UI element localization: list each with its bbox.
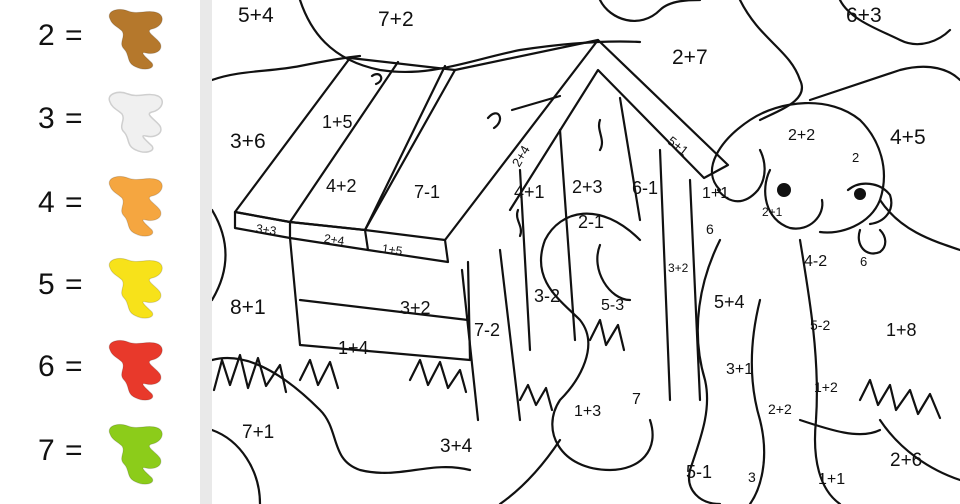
region-label: 2+4: [323, 231, 345, 248]
region-label: 3+6: [230, 130, 266, 153]
region-label: 2+2: [768, 401, 792, 417]
region-label: 3-2: [534, 286, 560, 306]
region-label: 2+4: [509, 143, 533, 170]
region-label: 5+4: [238, 4, 274, 27]
paint-splash-icon: [108, 257, 163, 319]
region-label: 8+1: [230, 296, 266, 319]
region-label: 1+5: [381, 241, 403, 258]
paint-splash-icon: [108, 339, 163, 401]
region-label: 5-2: [810, 317, 830, 333]
legend-row-5: 5 =: [0, 252, 200, 322]
line-art: 5+4 7+2 6+3 2+7 3+6 1+5 4+2 7-1 2+4 4+1 …: [210, 0, 960, 504]
legend-row-7: 7 =: [0, 418, 200, 488]
region-label: 6: [706, 221, 714, 237]
legend-label: 2 =: [38, 19, 84, 52]
legend-row-3: 3 =: [0, 86, 200, 156]
region-label: 2+6: [890, 450, 922, 471]
region-label: 7-2: [474, 320, 500, 340]
region-label: 2+7: [672, 46, 708, 69]
region-label: 7+2: [378, 8, 414, 31]
region-label: 4+2: [326, 176, 357, 196]
region-label: 1+5: [322, 112, 353, 132]
coloring-scene: 5+4 7+2 6+3 2+7 3+6 1+5 4+2 7-1 2+4 4+1 …: [210, 0, 960, 504]
legend-row-2: 2 =: [0, 3, 200, 73]
region-label: 3+2: [400, 298, 431, 318]
legend-label: 6 =: [38, 350, 84, 383]
legend-label: 7 =: [38, 434, 84, 467]
region-label: 2+3: [572, 177, 603, 197]
region-label: 4+5: [890, 126, 926, 149]
legend-label: 5 =: [38, 268, 84, 301]
region-label: 3: [748, 469, 756, 485]
region-label: 6+3: [846, 4, 882, 27]
color-legend: 2 = 3 = 4 = 5 = 6 =: [0, 0, 200, 504]
paint-splash-icon: [108, 423, 163, 485]
region-label: 1+1: [702, 185, 729, 202]
region-label: 7: [632, 391, 641, 408]
paint-splash-icon: [108, 91, 163, 153]
region-label: 1+4: [338, 338, 369, 358]
legend-label: 4 =: [38, 186, 84, 219]
region-label: 1+3: [574, 403, 601, 420]
region-label: 5-3: [601, 297, 624, 314]
legend-row-4: 4 =: [0, 170, 200, 240]
region-label: 4+1: [514, 182, 545, 202]
region-label: 2: [852, 150, 859, 165]
region-label: 3+4: [440, 436, 473, 457]
region-label: 3+2: [668, 261, 689, 275]
region-label: 6-1: [632, 178, 658, 198]
region-label: 6: [860, 254, 867, 269]
region-label: 1+2: [814, 379, 838, 395]
region-label: 5+1: [665, 133, 692, 158]
region-labels: 5+4 7+2 6+3 2+7 3+6 1+5 4+2 7-1 2+4 4+1 …: [230, 4, 926, 488]
panel-divider: [200, 0, 212, 504]
paint-splash-icon: [108, 8, 163, 70]
legend-label: 3 =: [38, 102, 84, 135]
dog-eye: [777, 183, 791, 197]
region-label: 7-1: [414, 182, 440, 202]
region-label: 5+4: [714, 292, 745, 312]
region-label: 5-1: [686, 462, 712, 482]
legend-row-6: 6 =: [0, 334, 200, 404]
dog-nose: [854, 188, 866, 200]
region-label: 2-1: [578, 212, 604, 232]
region-label: 1+8: [886, 320, 917, 340]
region-label: 1+1: [818, 471, 845, 488]
region-label: 4-2: [804, 253, 827, 270]
region-label: 3+1: [726, 361, 753, 378]
eye-dots: [777, 183, 866, 200]
region-label: 7+1: [242, 422, 274, 443]
outline-strokes: [210, 0, 960, 504]
region-label: 3+3: [255, 221, 277, 238]
paint-splash-icon: [108, 175, 163, 237]
region-label: 2+1: [762, 205, 783, 219]
region-label: 2+2: [788, 127, 815, 144]
